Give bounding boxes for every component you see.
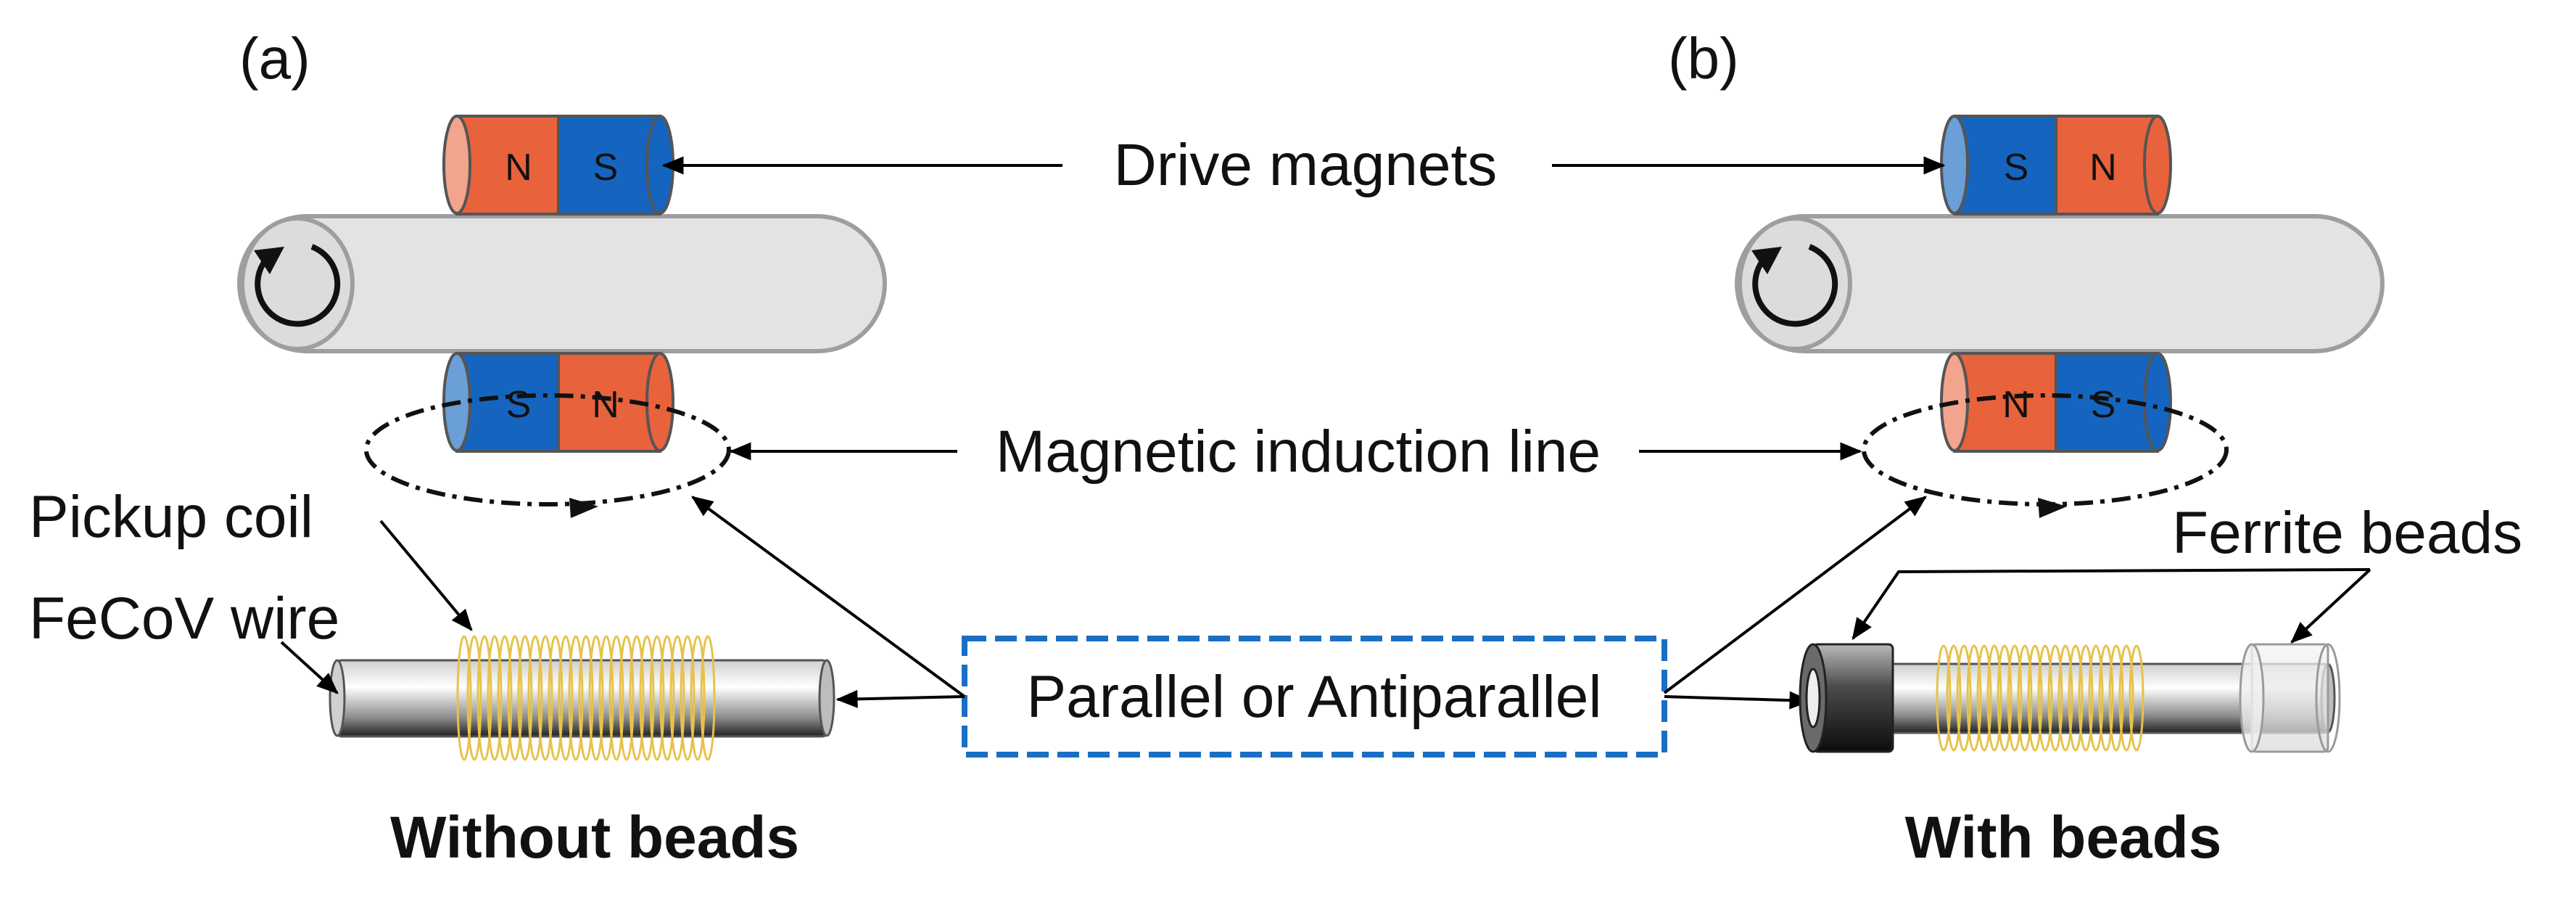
coil-winding: [2118, 644, 2134, 752]
magnet-pole-label: S: [593, 147, 619, 189]
coil-winding: [537, 635, 553, 761]
pickup-coil-a: [456, 635, 716, 761]
coil-winding: [2088, 644, 2104, 752]
coil-winding: [2007, 644, 2023, 752]
magnet-pole-label: S: [2091, 384, 2116, 426]
arrow-icon: [1663, 496, 1927, 694]
pickup-coil-b: [1936, 644, 2144, 752]
coil-winding: [568, 635, 584, 761]
arrow-icon: [280, 641, 339, 694]
coil-winding: [659, 635, 675, 761]
coil-winding: [558, 635, 574, 761]
drive-magnet-a-top: N S: [442, 115, 674, 215]
rotation-arrow-icon: [1751, 244, 1838, 327]
arrow-icon: [690, 496, 966, 698]
rotation-arrow-icon: [254, 244, 341, 327]
coil-winding: [690, 635, 706, 761]
magnet-pole-label: S: [2004, 147, 2029, 189]
coil-winding: [588, 635, 604, 761]
magnet-pole-label: S: [506, 384, 532, 426]
arrow-icon: [379, 520, 473, 631]
coil-winding: [629, 635, 645, 761]
coil-winding: [619, 635, 635, 761]
magnet-pole-label: N: [2002, 384, 2030, 426]
drive-magnet-b-top: S N: [1940, 115, 2172, 215]
panel-b-caption: With beads: [1905, 805, 2222, 871]
coil-winding: [2047, 644, 2063, 752]
drive-magnet-a-bottom: S N: [442, 352, 674, 453]
coil-winding: [1976, 644, 1992, 752]
coil-winding: [1956, 644, 1972, 752]
coil-winding: [2068, 644, 2084, 752]
coil-winding: [2037, 644, 2053, 752]
magnetic-induction-line-label: Magnetic induction line: [996, 419, 1601, 485]
ferrite-bead-transparent: [2239, 643, 2341, 753]
coil-winding: [1986, 644, 2002, 752]
coil-winding: [527, 635, 543, 761]
coil-winding: [507, 635, 523, 761]
ferrite-beads-label: Ferrite beads: [2172, 500, 2522, 566]
coil-winding: [2098, 644, 2114, 752]
coil-winding: [608, 635, 624, 761]
coil-winding: [649, 635, 665, 761]
coil-winding: [1946, 644, 1962, 752]
magnet-pole-label: N: [2089, 147, 2117, 189]
parallel-antiparallel-box: [962, 636, 1667, 758]
arrow-icon: [2290, 568, 2371, 644]
coil-winding: [1997, 644, 2012, 752]
ferrite-bead-dark: [1799, 643, 1894, 753]
coil-winding: [669, 635, 685, 761]
magnet-pole-label: N: [505, 147, 532, 189]
coil-winding: [476, 635, 492, 761]
coil-winding: [1966, 644, 1982, 752]
coil-winding: [2017, 644, 2033, 752]
coil-winding: [548, 635, 564, 761]
coil-winding: [578, 635, 594, 761]
coil-winding: [466, 635, 482, 761]
drive-magnets-label: Drive magnets: [1114, 132, 1498, 198]
arrow-icon: [1852, 568, 2371, 641]
coil-winding: [487, 635, 503, 761]
coil-winding: [598, 635, 614, 761]
pickup-coil-label: Pickup coil: [29, 484, 313, 550]
arrow-icon: [1664, 691, 1812, 710]
parallel-or-antiparallel-label: Parallel or Antiparallel: [1026, 664, 1601, 730]
arrow-icon: [835, 689, 965, 708]
panel-b-label: (b): [1668, 26, 1739, 91]
coil-winding: [1936, 644, 1952, 752]
coil-winding: [680, 635, 695, 761]
panel-a-caption: Without beads: [390, 805, 799, 871]
fecov-wire-label: FeCoV wire: [29, 586, 339, 652]
drive-magnet-b-bottom: N S: [1940, 352, 2172, 453]
coil-winding: [456, 635, 472, 761]
induction-loop-b: [1862, 393, 2229, 518]
coil-winding: [700, 635, 716, 761]
coil-winding: [497, 635, 513, 761]
induction-loop-a: [364, 393, 731, 518]
coil-winding: [2027, 644, 2043, 752]
coil-winding: [2057, 644, 2073, 752]
panel-a-label: (a): [239, 26, 310, 91]
coil-winding: [639, 635, 655, 761]
coil-winding: [517, 635, 533, 761]
coil-winding: [2129, 644, 2144, 752]
magnet-pole-label: N: [592, 384, 619, 426]
coil-winding: [2108, 644, 2124, 752]
coil-winding: [2078, 644, 2094, 752]
